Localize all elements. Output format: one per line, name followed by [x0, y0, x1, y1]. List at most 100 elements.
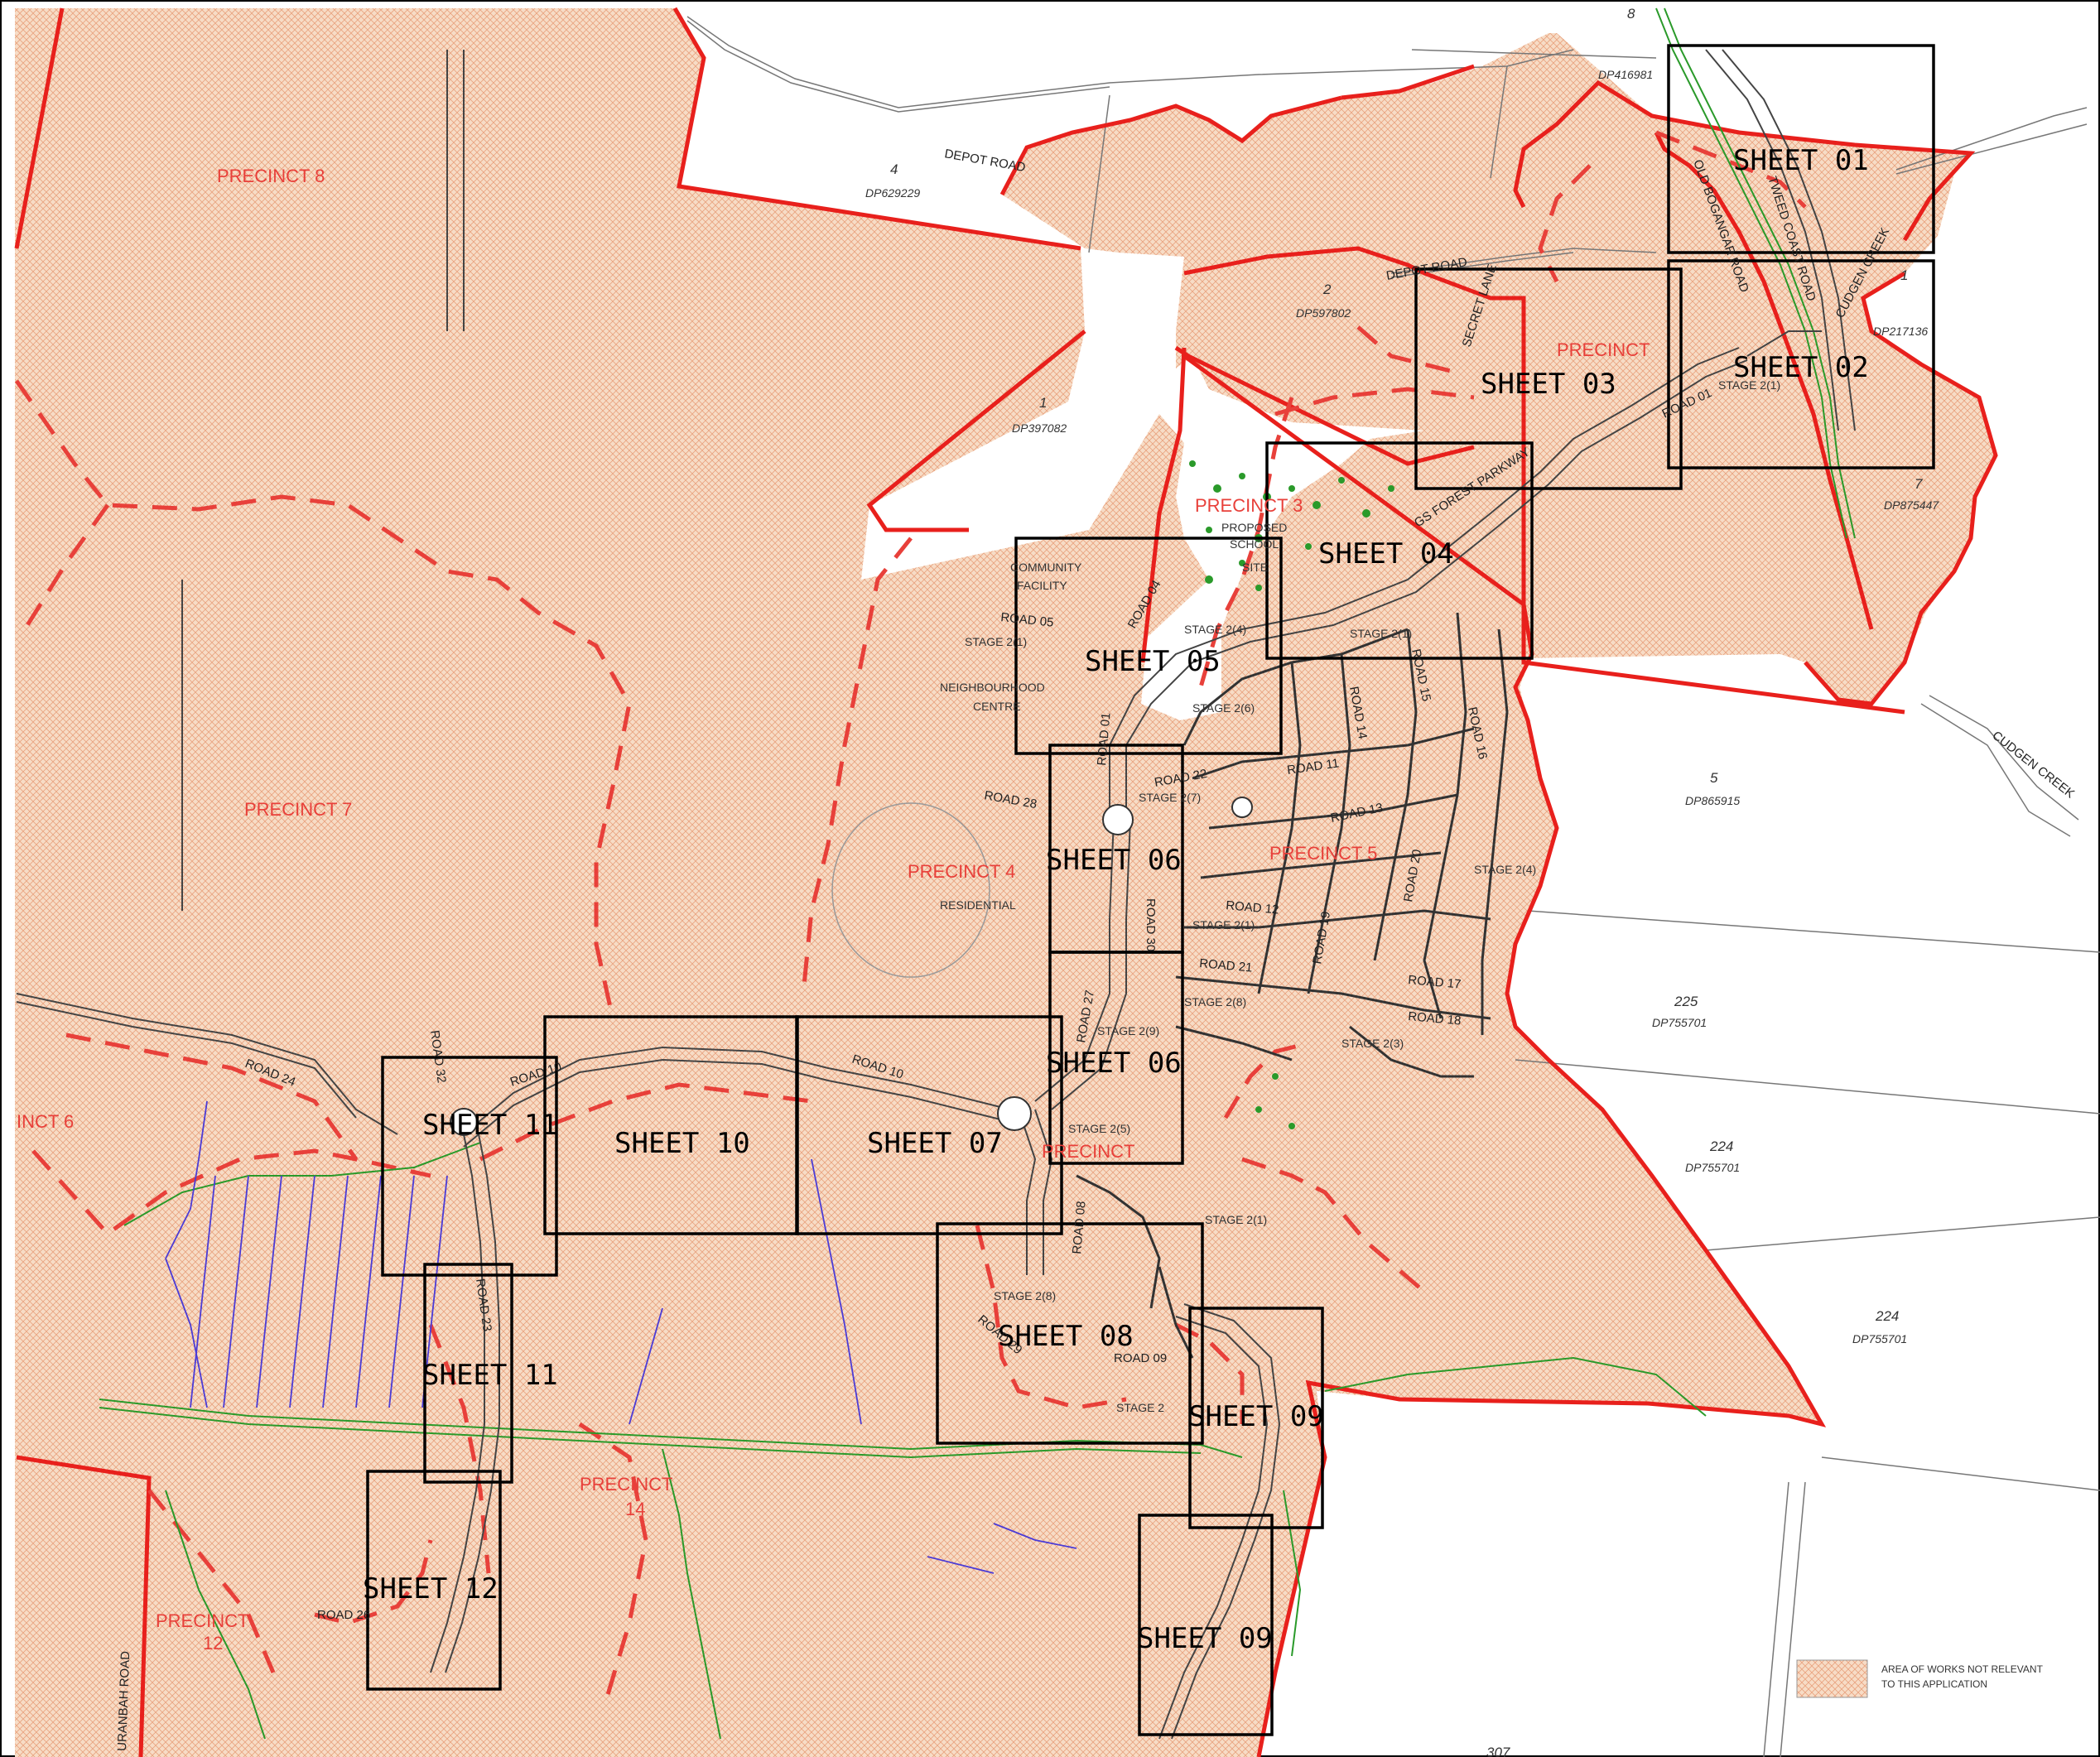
lot-number: 224 — [1709, 1138, 1733, 1154]
stage-label: STAGE 2(1) — [1350, 627, 1412, 640]
precinct-label: 12 — [203, 1633, 223, 1654]
road-label: ROAD 09 — [1114, 1351, 1167, 1365]
road-label: ROAD 08 — [1070, 1201, 1089, 1254]
lot-number: 225 — [1674, 994, 1698, 1009]
lot-number: 4 — [890, 161, 898, 177]
road-label: ROAD 30 — [1144, 898, 1158, 951]
precinct-label: PRECINCT 8 — [217, 166, 325, 186]
oval-outline — [831, 802, 990, 978]
lot-number: 1 — [1900, 267, 1908, 283]
precinct-label: 14 — [625, 1499, 645, 1519]
sheet-label: SHEET 06 — [1046, 1047, 1182, 1080]
school-label: PROPOSED — [1221, 521, 1287, 534]
stage-label: STAGE 2(3) — [1341, 1037, 1404, 1050]
road-label: URANBAH ROAD — [115, 1651, 132, 1752]
dp-number: DP755701 — [1685, 1161, 1740, 1174]
legend-swatch — [1796, 1659, 1868, 1698]
precinct-label: PRECINCT — [156, 1610, 248, 1631]
stage-label: STAGE 2 — [1116, 1401, 1164, 1414]
stage-label: STAGE 2(8) — [994, 1289, 1056, 1302]
school-label: SITE — [1242, 561, 1268, 574]
lot-number: 1 — [1039, 395, 1047, 411]
lot-number: 2 — [1322, 282, 1332, 297]
legend-text: TO THIS APPLICATION — [1881, 1678, 1987, 1690]
dp-number: DP597802 — [1296, 306, 1351, 320]
precinct-label: PRECINCT — [1557, 339, 1650, 360]
sheet-05-box[interactable] — [1014, 537, 1283, 755]
dp-number: DP875447 — [1884, 498, 1939, 512]
sheet-03-box[interactable] — [1414, 267, 1683, 490]
sheet-label: SHEET 10 — [614, 1127, 750, 1160]
sheet-06b-box[interactable] — [1048, 951, 1184, 1165]
precinct-label: PRECINCT 5 — [1269, 843, 1377, 864]
road-label: ROAD 12 — [1226, 898, 1279, 917]
sheet-10-box[interactable] — [543, 1015, 799, 1235]
sheet-boxes — [366, 44, 1935, 1736]
lot-number: 224 — [1875, 1308, 1899, 1324]
dp-number: DP755701 — [1652, 1016, 1707, 1029]
sheet-label: SHEET 11 — [422, 1109, 558, 1142]
lot-labels: 8 DP416981 4 DP629229 2 DP597802 1 DP397… — [865, 6, 1939, 1757]
precinct-label: PRECINCT 3 — [1195, 495, 1303, 516]
sheet-label: SHEET 01 — [1733, 144, 1869, 177]
stage-label: STAGE 2(7) — [1139, 791, 1201, 804]
sheet-label: SHEET 07 — [867, 1127, 1003, 1160]
stage-label: STAGE 2(1) — [1205, 1213, 1267, 1226]
sheet-label: SHEET 08 — [998, 1320, 1134, 1353]
stage-label: STAGE 2(9) — [1097, 1024, 1159, 1037]
stage-label: STAGE 2(4) — [1474, 863, 1536, 876]
sheet-11b-box[interactable] — [423, 1263, 513, 1484]
sheet-label: SHEET 05 — [1085, 645, 1221, 678]
dp-number: DP416981 — [1598, 68, 1653, 81]
lot-number: 7 — [1915, 476, 1923, 492]
lot-number: 8 — [1627, 6, 1635, 22]
sheet-labels: SHEET 01 SHEET 02 SHEET 03 SHEET 04 SHEE… — [363, 144, 1869, 1655]
precinct-label: INCT 6 — [17, 1111, 74, 1132]
lot-number: 307 — [1486, 1745, 1510, 1757]
facility-label: COMMUNITY — [1010, 561, 1082, 574]
dp-number: DP217136 — [1873, 325, 1928, 338]
sheet-01-box[interactable] — [1667, 44, 1935, 254]
vegetation-lines — [99, 7, 1856, 1740]
sheet-04-box[interactable] — [1265, 441, 1534, 660]
stage-label: STAGE 2(1) — [1718, 378, 1780, 392]
sheet-11a-box[interactable] — [381, 1056, 558, 1277]
sheet-12-box[interactable] — [366, 1470, 502, 1691]
stage-label: STAGE 2(4) — [1184, 623, 1246, 636]
dp-number: DP629229 — [865, 186, 920, 200]
sheet-label: SHEET 12 — [363, 1572, 499, 1605]
sheet-08-box[interactable] — [936, 1222, 1204, 1445]
facility-label: NEIGHBOURHOOD — [940, 681, 1045, 694]
site-boundary — [14, 7, 1998, 1757]
stage-label: STAGE 2(1) — [1192, 918, 1255, 931]
sheet-label: SHEET 11 — [422, 1359, 558, 1392]
facility-label: CENTRE — [973, 700, 1021, 713]
precinct-label: PRECINCT — [1042, 1141, 1134, 1162]
sheet-09b-box[interactable] — [1138, 1514, 1274, 1736]
road-label: ROAD 18 — [1408, 1009, 1462, 1028]
sheet-label: SHEET 09 — [1188, 1400, 1324, 1433]
school-label: SCHOOL — [1230, 537, 1279, 551]
precinct-label: PRECINCT 4 — [908, 861, 1015, 882]
road-label: ROAD 05 — [1000, 610, 1055, 630]
stage-label: STAGE 2(8) — [1184, 995, 1246, 1008]
road-label: ROAD 01 — [1095, 712, 1114, 766]
roundabouts — [450, 797, 1253, 1136]
sheet-label: SHEET 09 — [1137, 1622, 1273, 1655]
lot-number: 5 — [1710, 770, 1718, 786]
road-label: ROAD 21 — [1199, 956, 1253, 975]
subdivision-lots — [1076, 612, 1509, 1359]
road-network — [16, 49, 1856, 1740]
road-label: ROAD 17 — [1408, 973, 1462, 992]
legend-text: AREA OF WORKS NOT RELEVANT — [1881, 1663, 2044, 1675]
precinct-label: PRECINCT — [580, 1474, 672, 1495]
dp-number: DP865915 — [1685, 794, 1740, 807]
sheet-label: SHEET 04 — [1318, 537, 1454, 570]
sheet-label: SHEET 03 — [1481, 368, 1616, 401]
sheet-09a-box[interactable] — [1188, 1307, 1324, 1529]
sheet-label: SHEET 06 — [1046, 844, 1182, 877]
sheet-02-box[interactable] — [1667, 259, 1935, 469]
road-label: ROAD 26 — [317, 1608, 370, 1622]
stage-label: STAGE 2(1) — [965, 635, 1027, 648]
